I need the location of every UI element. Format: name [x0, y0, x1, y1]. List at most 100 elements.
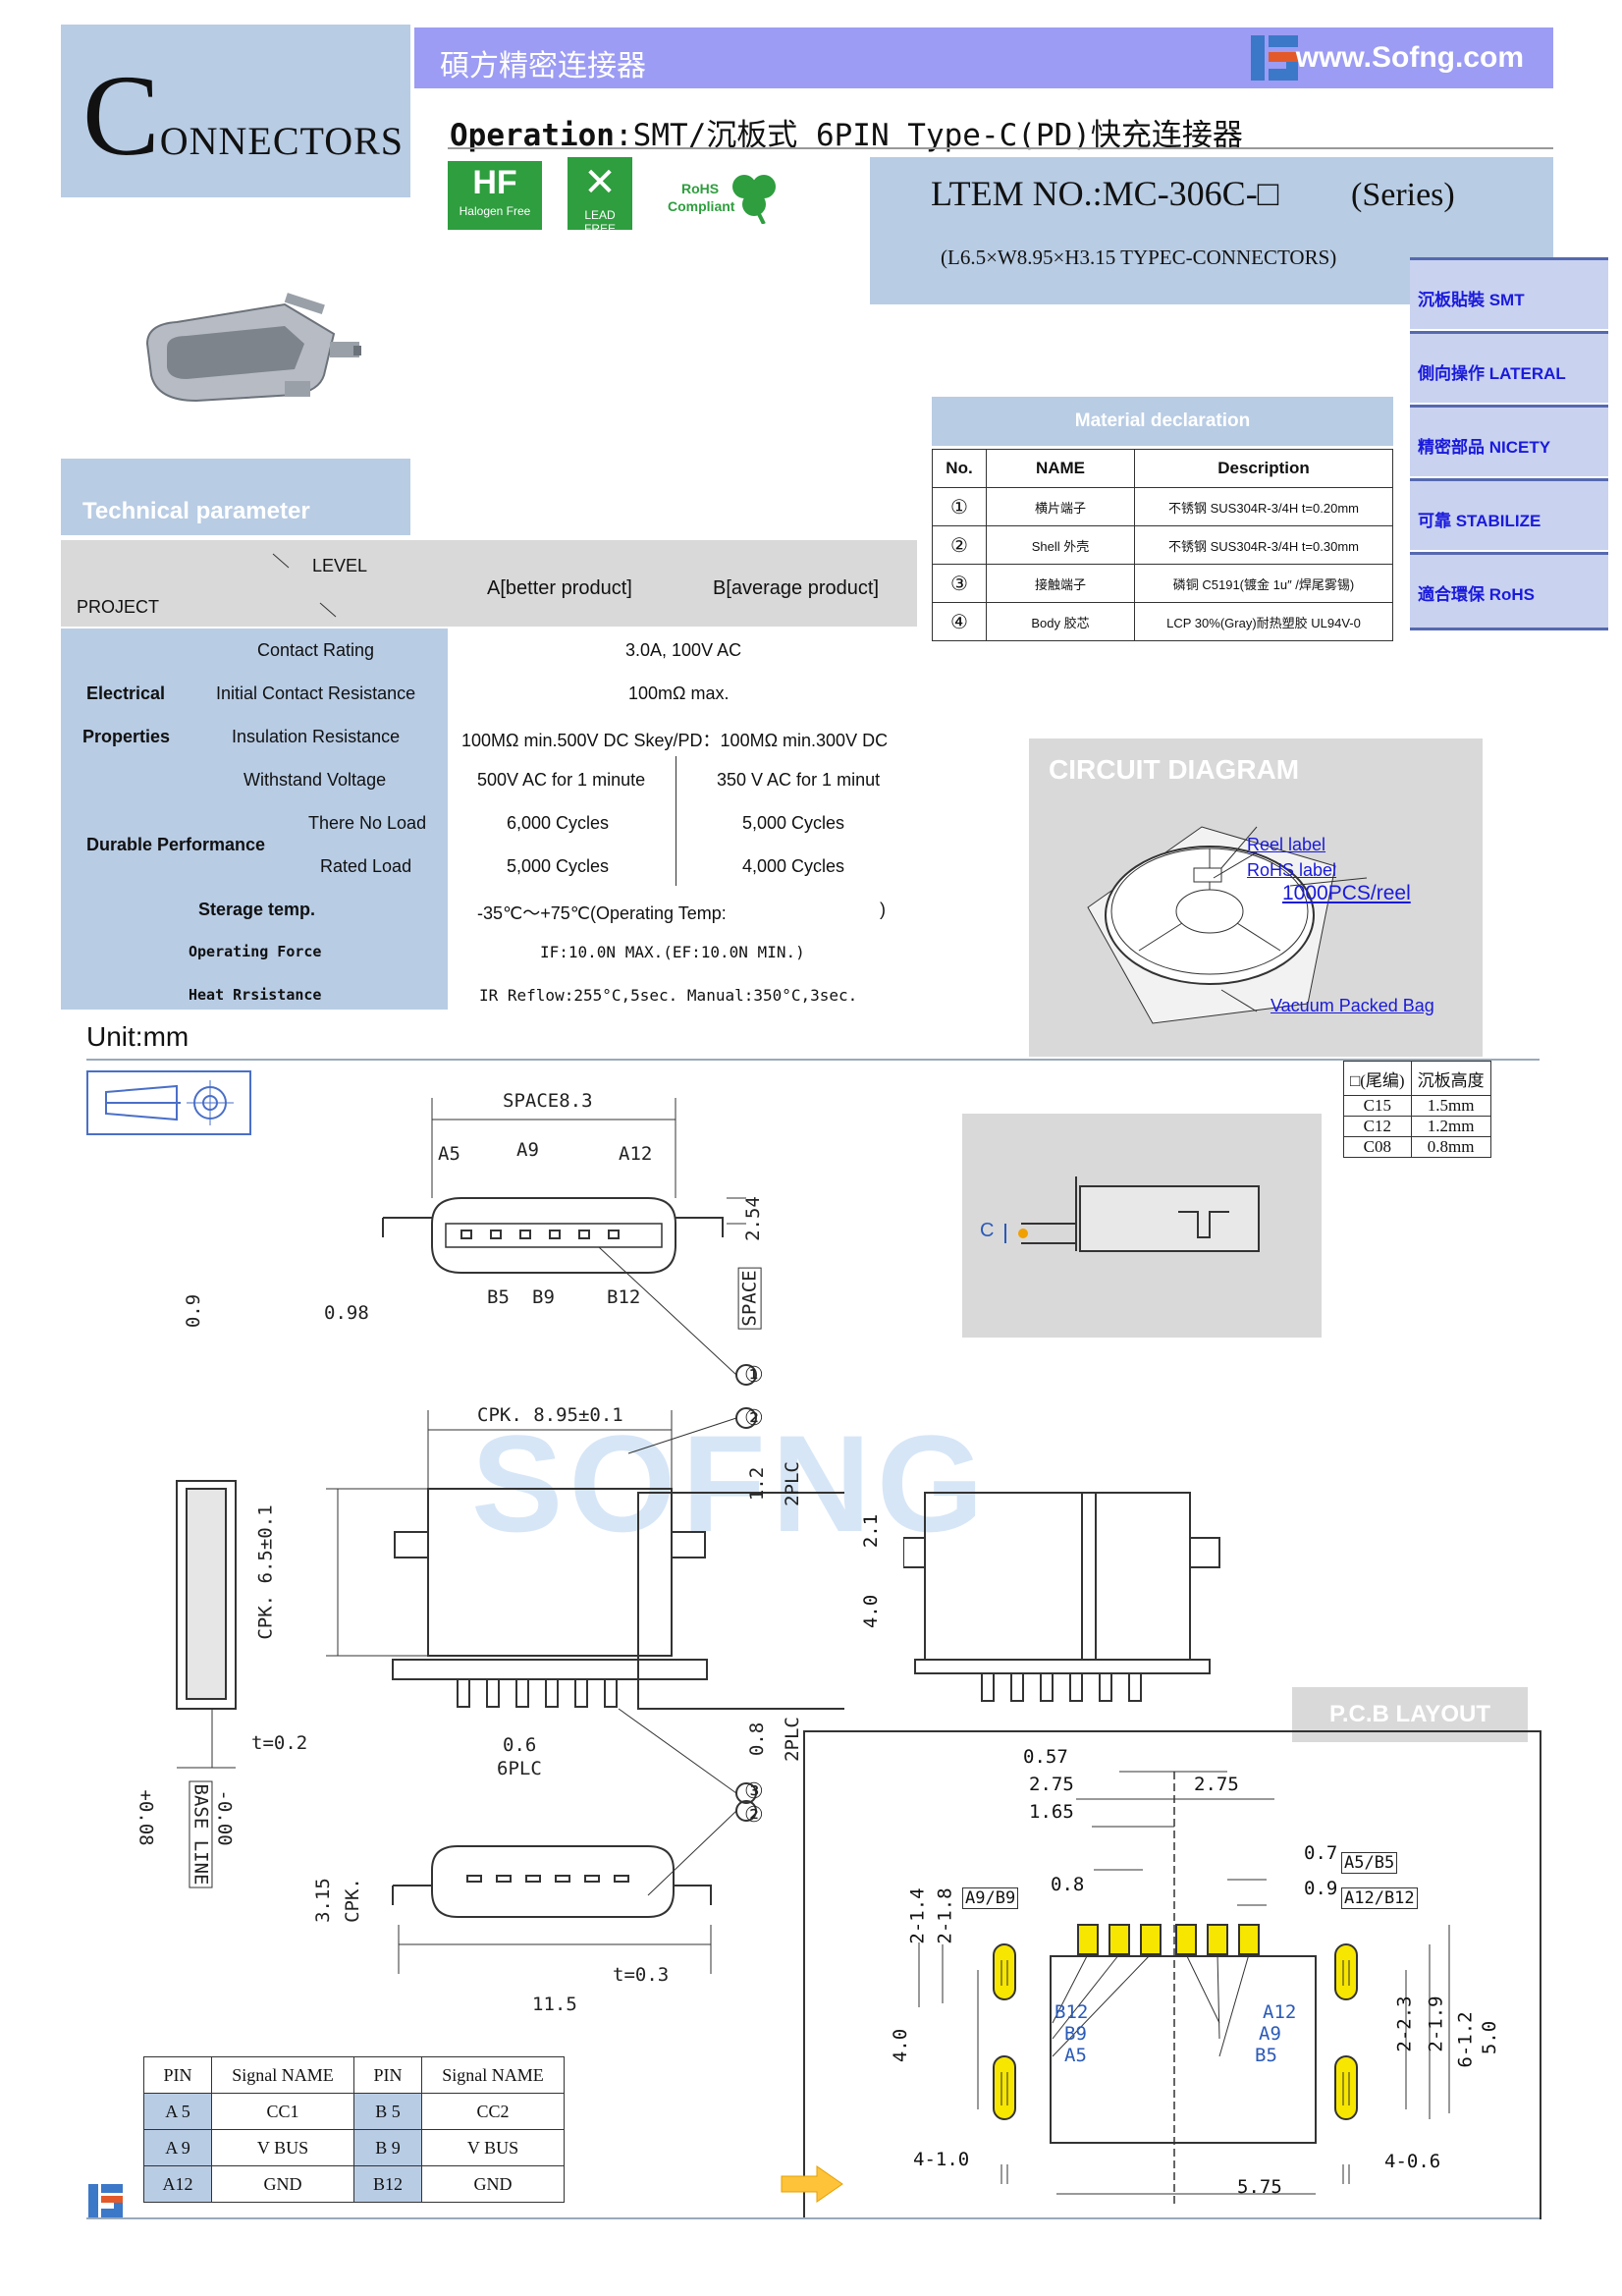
signal-pin: B 9	[353, 2129, 422, 2166]
signal-table: PIN Signal NAME PIN Signal NAME A 5 CC1 …	[143, 2056, 565, 2203]
withstand-voltage-b: 350 V AC for 1 minut	[717, 770, 881, 790]
callout-3: ③	[744, 1779, 764, 1804]
dim-cpk-6-5: CPK. 6.5±0.1	[254, 1504, 277, 1640]
right-side-view	[903, 1492, 1220, 1702]
heat-resistance-label: Heat Rrsistance	[189, 986, 322, 1004]
table-row: A 9 V BUS B 9 V BUS	[143, 2129, 565, 2166]
suffix-height: 0.8mm	[1410, 1136, 1491, 1158]
operating-force-value: IF:10.0N MAX.(EF:10.0N MIN.)	[540, 943, 805, 961]
dim-1-2: 1.2	[746, 1466, 769, 1502]
circuit-diagram-title: CIRCUIT DIAGRAM	[1049, 754, 1300, 785]
pcb-dim-6-1-2: 6-1.2	[1454, 2011, 1477, 2068]
side-tab-label: 沉板貼裝 SMT	[1418, 291, 1525, 309]
hf-mark: HF	[472, 164, 517, 201]
pcb-dim-2-2-3: 2-2.3	[1393, 1995, 1416, 2052]
signal-pin: A 5	[143, 2093, 212, 2130]
heat-resistance-value: IR Reflow:255°C,5sec. Manual:350°C,3sec.	[479, 986, 858, 1005]
dim-space-8-3: SPACE8.3	[503, 1090, 593, 1112]
no-load-label: There No Load	[308, 813, 427, 833]
unit-label: Unit:mm	[86, 1021, 189, 1052]
project-label: PROJECT	[77, 597, 160, 617]
durable-performance-label: Durable Performance	[86, 835, 266, 854]
connector-product-image	[145, 293, 361, 403]
withstand-voltage-label: Withstand Voltage	[243, 770, 387, 790]
material-desc: 不锈钢 SUS304R-3/4H t=0.20mm	[1134, 487, 1393, 526]
dim-2plc: 2PLC	[781, 1461, 803, 1506]
watermark: SOFNG	[471, 1406, 990, 1560]
callout-1: ①	[744, 1363, 764, 1388]
material-name: 接触端子	[986, 564, 1135, 603]
lead-free-badge: ✕ LEAD FREE	[568, 157, 632, 236]
dim-base-line: BASE LINE	[189, 1780, 213, 1888]
pcb-pin-a9: A9	[1259, 2023, 1281, 2045]
lead-label: LEAD FREE	[583, 208, 616, 236]
company-name: 碩方精密连接器	[440, 50, 646, 82]
pin-label-b5: B5	[487, 1286, 510, 1308]
dim-0-8: 0.8	[746, 1722, 769, 1757]
pcb-dim-2-75-right: 2.75	[1194, 1774, 1239, 1795]
pcb-label-a5b5: A5/B5	[1341, 1852, 1398, 1874]
operating-force-label: Operating Force	[189, 943, 322, 960]
rated-load-b: 4,000 Cycles	[742, 856, 845, 876]
material-no: ②	[932, 525, 987, 565]
initial-contact-resistance-value: 100mΩ max.	[628, 683, 730, 703]
brand-logo: CONNECTORS	[82, 58, 404, 174]
dim-space: SPACE	[737, 1267, 762, 1330]
dim-cpk-8-95: CPK. 8.95±0.1	[477, 1404, 623, 1426]
material-desc: 磷铜 C5191(镀金 1u″ /焊尾雾锡)	[1134, 564, 1393, 603]
table-row: A 5 CC1 B 5 CC2	[143, 2093, 565, 2130]
website-link[interactable]: www.Sofng.com	[1295, 41, 1524, 74]
signal-name: GND	[211, 2165, 354, 2203]
dim-4-0: 4.0	[860, 1594, 883, 1629]
dim-3-15: 3.15	[311, 1878, 334, 1923]
halogen-label: Halogen Free	[459, 204, 531, 218]
signal-name: CC2	[421, 2093, 565, 2130]
material-no: ①	[932, 487, 987, 526]
pcb-label-a12b12: A12/B12	[1341, 1887, 1418, 1909]
side-tab-label: 適合環保 RoHS	[1418, 585, 1535, 604]
contact-rating-label: Contact Rating	[257, 640, 375, 660]
signal-name: GND	[421, 2165, 565, 2203]
signal-pin: A 9	[143, 2129, 212, 2166]
tech-table-header: LEVEL PROJECT A[better product] B[averag…	[61, 540, 917, 627]
material-col-description: Description	[1134, 449, 1393, 488]
signal-name: CC1	[211, 2093, 354, 2130]
item-series: (Series)	[1351, 177, 1455, 213]
side-tab-label: 側向操作 LATERAL	[1418, 364, 1566, 383]
pcb-dim-4-0: 4.0	[890, 2028, 912, 2063]
pcb-dim-5-0: 5.0	[1479, 2020, 1501, 2055]
pin-label-a9: A9	[516, 1139, 539, 1161]
dim-t-0-2: t=0.2	[251, 1732, 308, 1754]
pcb-pin-b9: B9	[1064, 2023, 1087, 2045]
table-row: A12 GND B12 GND	[143, 2165, 565, 2203]
footer-rule	[86, 2217, 1540, 2219]
rated-load-label: Rated Load	[320, 856, 412, 876]
no-load-b: 5,000 Cycles	[742, 813, 845, 833]
dim-2-1: 2.1	[860, 1513, 883, 1549]
material-name: 横片端子	[986, 487, 1135, 526]
dim-tol-plus: +0.08	[135, 1789, 157, 1846]
pcb-dim-1-65: 1.65	[1029, 1801, 1074, 1823]
pcb-layout-header: P.C.B LAYOUT	[1292, 1687, 1528, 1742]
electrical-label: Electrical	[86, 683, 166, 703]
suffix-col-height: 沉板高度	[1410, 1061, 1491, 1096]
material-col-name: NAME	[986, 449, 1135, 488]
mechanical-drawing	[176, 1098, 844, 1974]
operation-colon: :	[614, 118, 633, 153]
storage-temp-close: )	[880, 900, 886, 919]
pin-label-b12: B12	[607, 1286, 641, 1308]
lead-free-icon: ✕	[583, 161, 617, 204]
tech-table-left-column	[61, 629, 448, 1010]
material-declaration-header: Material declaration	[932, 397, 1393, 446]
material-name: Body 胶芯	[986, 602, 1135, 641]
pcb-pin-b5: B5	[1255, 2045, 1277, 2066]
compliant-label: Compliant	[668, 198, 735, 214]
technical-parameter-title: Technical parameter	[82, 498, 310, 524]
footer-logo-icon	[88, 2184, 123, 2217]
halogen-free-badge: HF Halogen Free	[448, 161, 542, 230]
pcb-dim-5-75: 5.75	[1237, 2176, 1282, 2198]
rohs-label-text: RoHS label	[1247, 860, 1337, 880]
signal-col-name: Signal NAME	[421, 2056, 565, 2094]
rated-load-a: 5,000 Cycles	[507, 856, 610, 876]
